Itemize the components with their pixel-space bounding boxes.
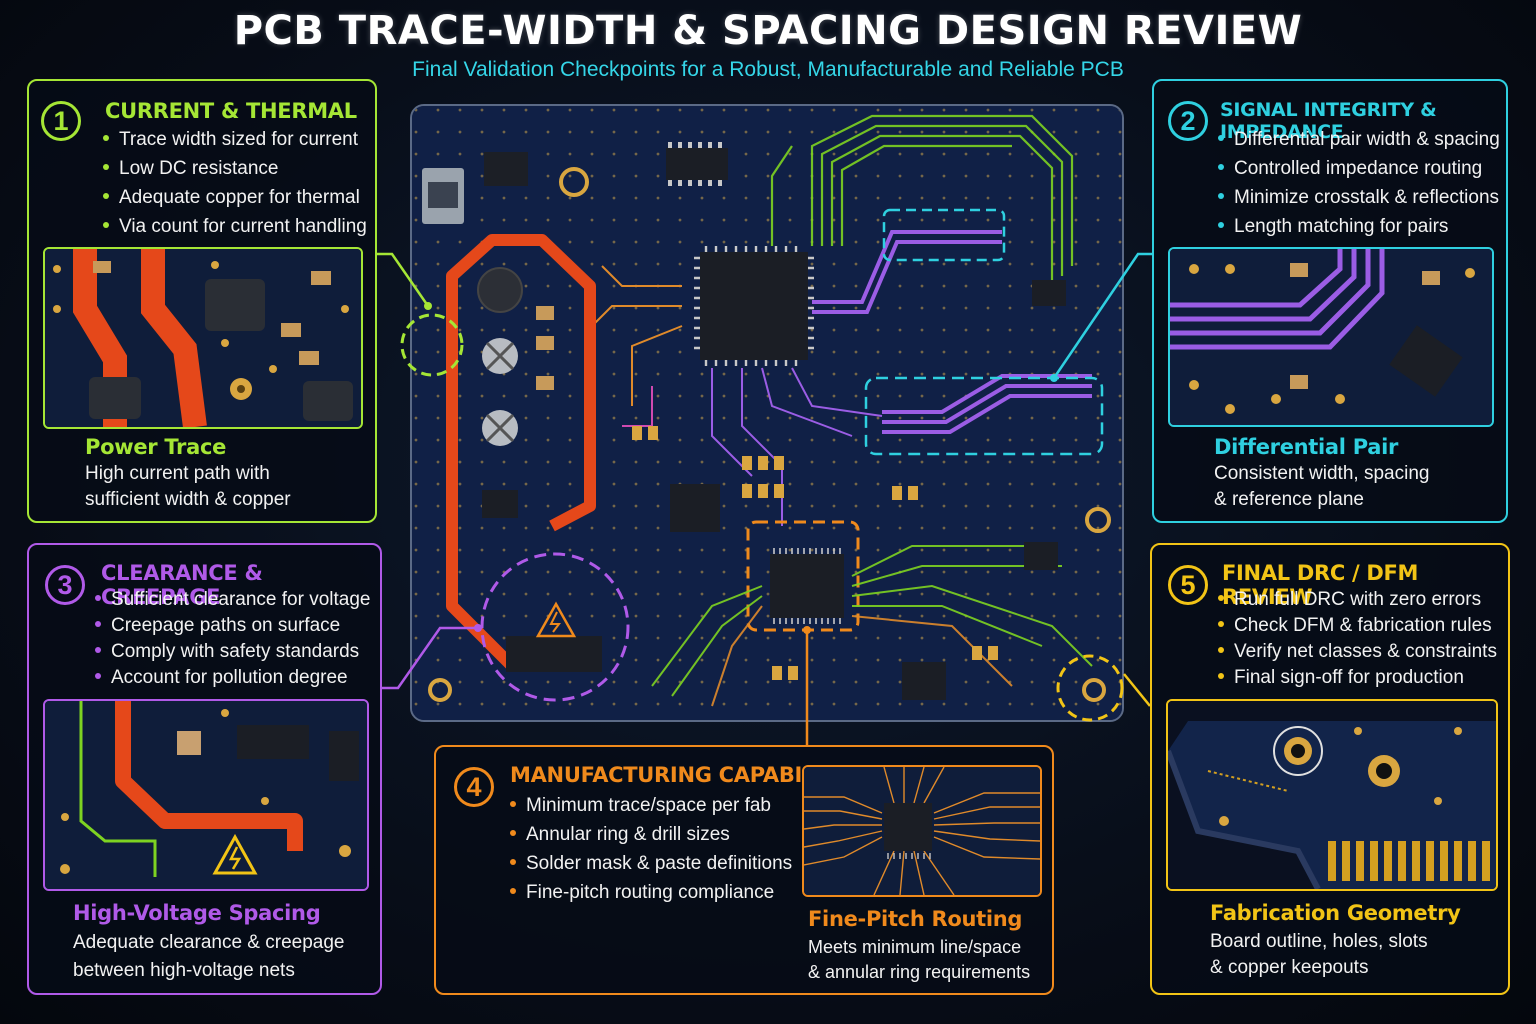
bullet: Check DFM & fabrication rules bbox=[1218, 613, 1497, 639]
bullet: Sufficient clearance for voltage bbox=[95, 587, 370, 613]
bullet: Final sign-off for production bbox=[1218, 665, 1497, 691]
step-number-3: 3 bbox=[45, 565, 85, 605]
bullet: Differential pair width & spacing bbox=[1218, 125, 1500, 154]
step-number-4: 4 bbox=[454, 767, 494, 807]
caption-title-high-voltage: High-Voltage Spacing bbox=[73, 901, 321, 925]
panel-signal-integrity: 2 SIGNAL INTEGRITY & IMPEDANCE Different… bbox=[1152, 79, 1508, 523]
panel-title-signal: SIGNAL INTEGRITY & IMPEDANCE bbox=[1220, 99, 1437, 143]
bullets-clearance: Sufficient clearance for voltage Creepag… bbox=[95, 587, 370, 691]
page-title: PCB TRACE-WIDTH & SPACING DESIGN REVIEW bbox=[233, 8, 1303, 54]
caption-desc-fine-pitch: Meets minimum line/space & annular ring … bbox=[808, 937, 1031, 982]
step-number-2: 2 bbox=[1168, 101, 1208, 141]
panel-title-manufacturing: MANUFACTURING CAPABILITY bbox=[510, 763, 852, 787]
bullet: Trace width sized for current bbox=[103, 125, 367, 154]
bullets-signal: Differential pair width & spacing Contro… bbox=[1218, 125, 1500, 241]
inset-fabrication-geometry bbox=[1166, 699, 1498, 891]
caption-title-fabrication: Fabrication Geometry bbox=[1210, 901, 1461, 925]
bullet: Controlled impedance routing bbox=[1218, 154, 1500, 183]
bullets-drc: Run full DRC with zero errors Check DFM … bbox=[1218, 587, 1497, 691]
bullet: Via count for current handling bbox=[103, 212, 367, 241]
panel-title-drc: FINAL DRC / DFM REVIEW bbox=[1222, 561, 1419, 609]
bullets-current: Trace width sized for current Low DC res… bbox=[103, 125, 367, 241]
panel-title-clearance: CLEARANCE & CREEPAGE bbox=[101, 561, 263, 609]
panel-manufacturing: 4 MANUFACTURING CAPABILITY Minimum trace… bbox=[434, 745, 1054, 995]
step-number-1: 1 bbox=[41, 101, 81, 141]
bullet: Length matching for pairs bbox=[1218, 212, 1500, 241]
bullet: Minimum trace/space per fab bbox=[510, 791, 792, 820]
panel-current-thermal: 1 CURRENT & THERMAL Trace width sized fo… bbox=[27, 79, 377, 523]
caption-desc-power-trace: High current path with sufficient width … bbox=[85, 463, 291, 510]
bullet: Solder mask & paste definitions bbox=[510, 849, 792, 878]
pcb-artwork bbox=[412, 106, 1122, 720]
bullets-manufacturing: Minimum trace/space per fab Annular ring… bbox=[510, 791, 792, 907]
inset-fine-pitch bbox=[802, 765, 1042, 897]
panel-title-current: CURRENT & THERMAL bbox=[105, 99, 357, 123]
bullet: Comply with safety standards bbox=[95, 639, 370, 665]
bullet: Verify net classes & constraints bbox=[1218, 639, 1497, 665]
inset-differential-pair bbox=[1168, 247, 1494, 427]
caption-desc-fabrication: Board outline, holes, slots & copper kee… bbox=[1210, 931, 1428, 978]
bullet: Creepage paths on surface bbox=[95, 613, 370, 639]
caption-title-fine-pitch: Fine-Pitch Routing bbox=[808, 907, 1023, 931]
main-pcb-board bbox=[410, 104, 1124, 722]
bullet: Account for pollution degree bbox=[95, 665, 370, 691]
bullet: Fine-pitch routing compliance bbox=[510, 878, 792, 907]
caption-desc-differential-pair: Consistent width, spacing & reference pl… bbox=[1214, 463, 1430, 510]
bullet: Adequate copper for thermal bbox=[103, 183, 367, 212]
bullet: Annular ring & drill sizes bbox=[510, 820, 792, 849]
caption-desc-high-voltage: Adequate clearance & creepage between hi… bbox=[73, 932, 345, 981]
caption-title-power-trace: Power Trace bbox=[85, 435, 227, 459]
inset-power-trace bbox=[43, 247, 363, 429]
bullet: Low DC resistance bbox=[103, 154, 367, 183]
step-number-5: 5 bbox=[1168, 565, 1208, 605]
high-voltage-warning-icon bbox=[212, 833, 258, 875]
bullet: Run full DRC with zero errors bbox=[1218, 587, 1497, 613]
caption-title-differential-pair: Differential Pair bbox=[1214, 435, 1399, 459]
page-subtitle: Final Validation Checkpoints for a Robus… bbox=[412, 58, 1124, 81]
panel-drc-dfm: 5 FINAL DRC / DFM REVIEW Run full DRC wi… bbox=[1150, 543, 1510, 995]
bullet: Minimize crosstalk & reflections bbox=[1218, 183, 1500, 212]
inset-high-voltage bbox=[43, 699, 369, 891]
panel-clearance-creepage: 3 CLEARANCE & CREEPAGE Sufficient cleara… bbox=[27, 543, 382, 995]
